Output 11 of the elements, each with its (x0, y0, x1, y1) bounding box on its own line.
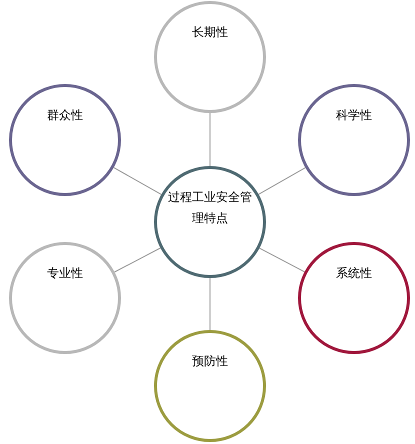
node-label: 科学性 (336, 107, 372, 124)
node-label: 预防性 (192, 353, 228, 370)
connector-line (258, 167, 306, 195)
connector-line (113, 167, 162, 195)
node-label: 过程工业安全管理特点 (168, 189, 252, 227)
node-label: 群众性 (47, 107, 83, 124)
connector-line (114, 248, 161, 272)
node-label: 长期性 (192, 24, 228, 41)
connector-line (259, 248, 305, 272)
node-label: 系统性 (336, 265, 372, 282)
node-label: 专业性 (47, 265, 83, 282)
